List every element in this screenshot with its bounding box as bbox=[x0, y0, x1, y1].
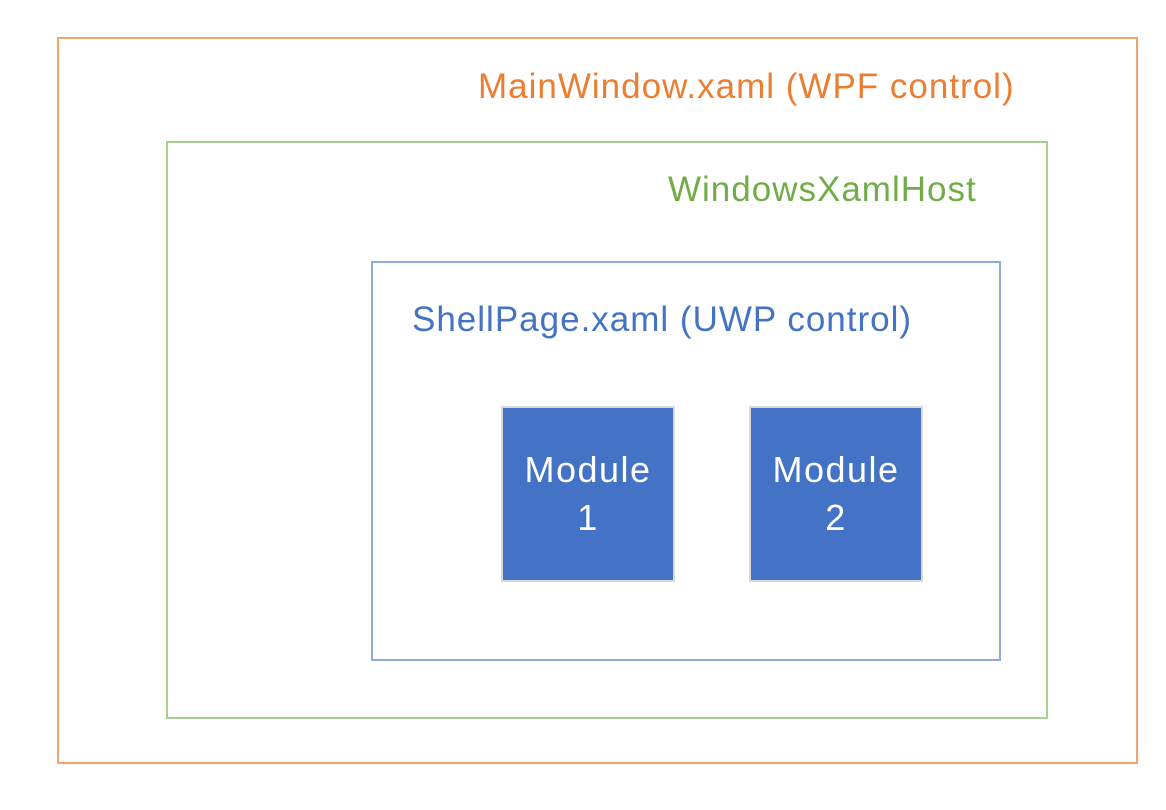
module-1-number: 1 bbox=[577, 497, 599, 538]
module-2-name: Module bbox=[772, 449, 900, 490]
windowsxamlhost-box bbox=[166, 141, 1048, 719]
module-2-number: 2 bbox=[825, 497, 847, 538]
mainwindow-box bbox=[57, 37, 1138, 764]
mainwindow-label: MainWindow.xaml (WPF control) bbox=[478, 67, 1015, 106]
shellpage-box bbox=[371, 261, 1001, 661]
module-2-box: Module 2 bbox=[749, 406, 923, 582]
shellpage-label: ShellPage.xaml (UWP control) bbox=[412, 300, 913, 339]
module-1-name: Module bbox=[524, 449, 652, 490]
windowsxamlhost-label: WindowsXamlHost bbox=[668, 170, 977, 209]
module-1-box: Module 1 bbox=[501, 406, 675, 582]
